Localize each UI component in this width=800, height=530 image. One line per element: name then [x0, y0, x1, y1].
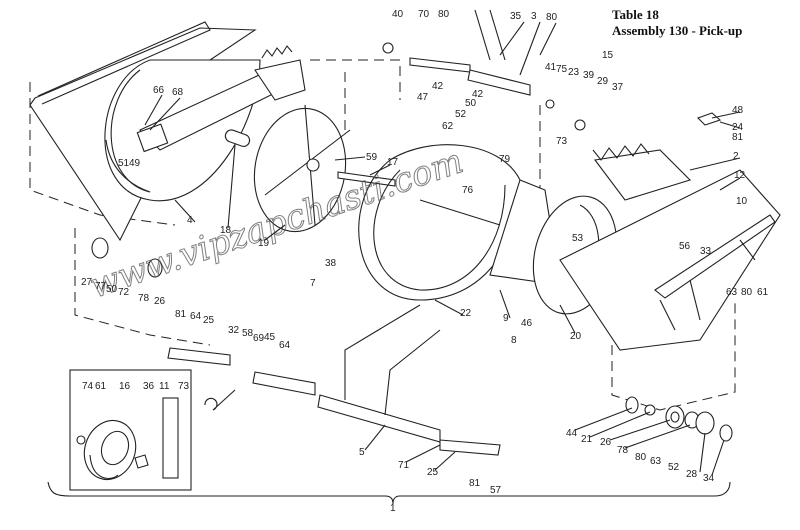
part-label: 66 [153, 85, 165, 96]
part-label: 11 [159, 381, 170, 392]
part-label: 1 [390, 503, 396, 514]
part-label: 52 [455, 109, 467, 120]
part-label: 4 [187, 215, 193, 226]
part-label: 50 [106, 284, 118, 295]
top-shafts [382, 9, 722, 131]
part-label: 34 [703, 473, 715, 484]
bearing-kit [91, 237, 733, 442]
part-label: 61 [95, 381, 107, 392]
part-label: 58 [242, 328, 254, 339]
part-label: 41 [545, 62, 557, 73]
part-label: 36 [143, 381, 155, 392]
tine-arm [136, 45, 306, 153]
part-label: 81 [175, 309, 187, 320]
part-label: 21 [581, 434, 593, 445]
part-label: 28 [686, 469, 698, 480]
part-label: 22 [460, 308, 472, 319]
assembly-brace [47, 481, 731, 505]
part-label: 62 [442, 121, 454, 132]
part-label: 44 [566, 428, 578, 439]
table-title: Table 18 [612, 7, 659, 22]
part-label: 10 [736, 196, 748, 207]
part-label: 72 [118, 287, 130, 298]
part-label: 57 [490, 485, 502, 496]
part-label: 53 [572, 233, 584, 244]
part-label: 15 [602, 50, 614, 61]
part-label: 48 [732, 105, 744, 116]
part-label: 17 [387, 157, 399, 168]
leader-lines [144, 21, 741, 476]
part-label: 78 [617, 445, 629, 456]
part-label: 42 [472, 89, 484, 100]
part-label: 78 [138, 293, 150, 304]
part-label: 35 [510, 11, 522, 22]
part-label: 80 [635, 452, 647, 463]
part-label: 40 [392, 9, 404, 20]
part-label: 12 [734, 170, 746, 181]
tine-bar [592, 143, 692, 201]
part-label: 9 [503, 313, 509, 324]
part-label: 42 [432, 81, 444, 92]
part-label: 8 [511, 335, 517, 346]
shaft [337, 171, 396, 187]
part-label: 33 [700, 246, 712, 257]
part-label: 80 [741, 287, 753, 298]
part-label: 81 [469, 478, 481, 489]
part-label: 38 [325, 258, 337, 269]
assembly-outlines [29, 59, 736, 411]
part-label: 18 [220, 225, 232, 236]
part-label: 29 [597, 76, 609, 87]
part-label: 52 [668, 462, 680, 473]
part-label: 51 [118, 158, 130, 169]
part-label: 26 [154, 296, 166, 307]
part-label: 50 [465, 98, 477, 109]
part-label: 76 [462, 185, 474, 196]
part-label: 81 [732, 132, 744, 143]
part-label: 74 [82, 381, 94, 392]
part-label: 37 [612, 82, 624, 93]
part-label: 49 [129, 158, 141, 169]
part-label: 69 [253, 333, 265, 344]
part-label: 64 [190, 311, 202, 322]
part-label: 23 [568, 67, 580, 78]
lower-axle [167, 304, 501, 456]
part-label: 80 [546, 12, 558, 23]
part-label: 68 [172, 87, 184, 98]
part-label: 2 [733, 151, 739, 162]
part-label: 61 [757, 287, 769, 298]
part-label: 19 [258, 238, 270, 249]
part-label: 46 [521, 318, 533, 329]
part-label: 7 [310, 278, 316, 289]
part-label: 80 [438, 9, 450, 20]
assembly-title: Assembly 130 - Pick-up [612, 23, 742, 38]
pickup-frame [559, 169, 781, 351]
chain-loop [358, 144, 521, 301]
part-label: 71 [398, 460, 410, 471]
part-label: 27 [81, 277, 93, 288]
part-label: 79 [499, 154, 511, 165]
part-label: 32 [228, 325, 240, 336]
part-label: 16 [119, 381, 131, 392]
part-label: 59 [366, 152, 378, 163]
part-label: 25 [427, 467, 439, 478]
part-label: 75 [556, 64, 568, 75]
part-label: 64 [279, 340, 291, 351]
part-label: 39 [583, 70, 595, 81]
part-label: 73 [556, 136, 568, 147]
part-label: 20 [570, 331, 582, 342]
part-label: 3 [531, 11, 537, 22]
part-label: 56 [679, 241, 691, 252]
part-label: 63 [650, 456, 662, 467]
inset-gauge-wheel [69, 369, 192, 491]
part-label: 63 [726, 287, 738, 298]
part-label: 77 [95, 281, 107, 292]
part-label: 73 [178, 381, 190, 392]
part-label: 70 [418, 9, 430, 20]
rod [419, 199, 501, 226]
part-label: 5 [359, 447, 365, 458]
part-label: 45 [264, 332, 276, 343]
part-label: 47 [417, 92, 429, 103]
part-label: 26 [600, 437, 612, 448]
part-label: 25 [203, 315, 215, 326]
